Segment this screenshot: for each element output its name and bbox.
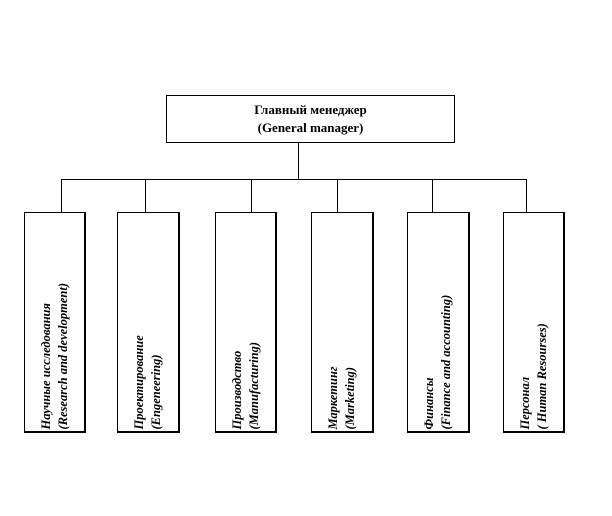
dept-en: (Finance and accounting) xyxy=(439,294,453,430)
dept-box-personnel: Персонал ( Human Resourses) xyxy=(503,212,565,433)
dept-label: Научные исследования (Research and devel… xyxy=(38,215,72,430)
dept-en: (Marketing) xyxy=(343,367,357,430)
dept-en: (Engeneering) xyxy=(149,354,163,430)
dept-box-finance: Финансы (Finance and accounting) xyxy=(407,212,470,433)
dept-label: Проектирование (Engeneering) xyxy=(131,215,165,430)
general-manager-ru: Главный менеджер xyxy=(254,102,367,117)
dept-connector-5 xyxy=(432,179,433,212)
dept-en: (Manufacturing) xyxy=(246,341,261,430)
dept-en: (Research and development) xyxy=(55,282,70,430)
dept-en: ( Human Resourses) xyxy=(534,323,549,430)
dept-ru: Маркетинг xyxy=(326,366,340,430)
dept-label: Производство (Manufacturing) xyxy=(229,215,263,430)
dept-ru: Производство xyxy=(229,350,244,430)
dept-label: Маркетинг (Marketing) xyxy=(325,215,359,430)
dept-connector-6 xyxy=(526,179,527,212)
dept-box-engineering: Проектирование (Engeneering) xyxy=(117,212,180,433)
dept-box-marketing: Маркетинг (Marketing) xyxy=(311,212,374,433)
dept-label: Финансы (Finance and accounting) xyxy=(421,215,455,430)
dept-box-manufacturing: Производство (Manufacturing) xyxy=(215,212,277,433)
dept-ru: Проектирование xyxy=(132,335,146,430)
general-manager-en: (General manager) xyxy=(257,120,364,135)
dept-label: Персонал ( Human Resourses) xyxy=(517,215,551,430)
dept-ru: Финансы xyxy=(422,377,436,430)
general-manager-box: Главный менеджер (General manager) xyxy=(166,95,455,143)
dept-connector-1 xyxy=(61,179,62,212)
dept-ru: Научные исследования xyxy=(38,303,53,430)
dept-ru: Персонал xyxy=(517,376,532,430)
dept-connector-4 xyxy=(337,179,338,212)
dept-connector-2 xyxy=(145,179,146,212)
head-connector xyxy=(298,143,299,179)
dept-connector-3 xyxy=(251,179,252,212)
dept-box-research: Научные исследования (Research and devel… xyxy=(24,212,86,433)
horizontal-connector xyxy=(61,179,527,180)
